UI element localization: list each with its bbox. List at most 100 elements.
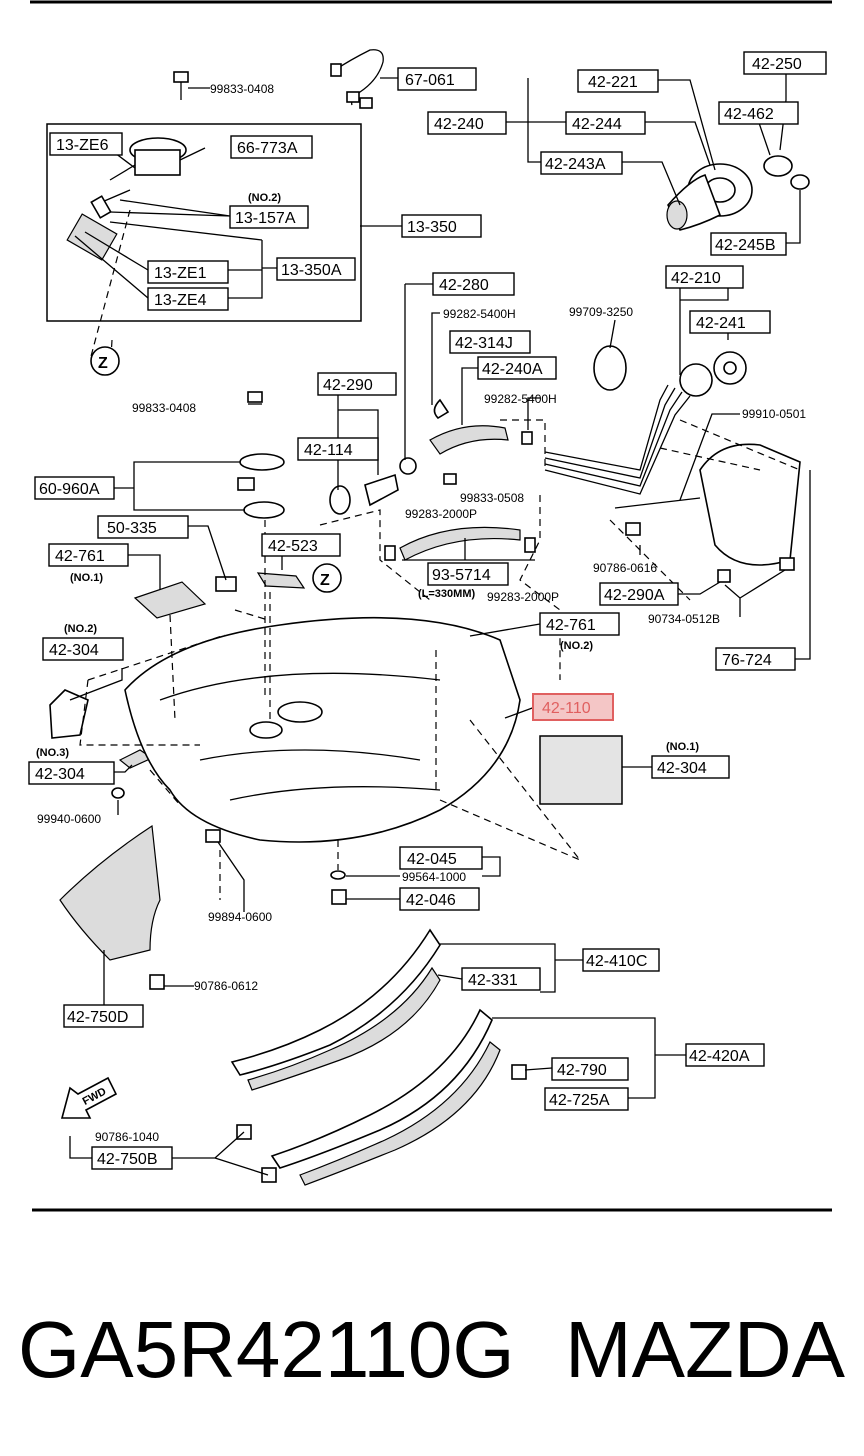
svg-text:(L=330MM): (L=330MM) xyxy=(418,588,475,600)
svg-text:42-046: 42-046 xyxy=(406,892,456,909)
label-42-761-no1[interactable]: 42-761 xyxy=(48,543,129,567)
z-callout-top: Z xyxy=(90,346,120,376)
part-labels: 67-061 42-221 42-250 42-240 42-244 42-46… xyxy=(28,51,827,1170)
label-42-243A[interactable]: 42-243A xyxy=(540,151,623,175)
svg-text:13-ZE6: 13-ZE6 xyxy=(56,137,109,154)
label-13-350A[interactable]: 13-350A xyxy=(276,257,356,281)
svg-text:42-114: 42-114 xyxy=(304,442,353,459)
svg-text:42-750D: 42-750D xyxy=(67,1009,128,1026)
svg-text:42-523: 42-523 xyxy=(268,538,318,555)
label-13-ZE1[interactable]: 13-ZE1 xyxy=(147,260,229,284)
svg-text:42-240: 42-240 xyxy=(434,116,484,133)
label-42-241[interactable]: 42-241 xyxy=(689,310,771,334)
svg-text:(NO.2): (NO.2) xyxy=(248,192,281,204)
parts-diagram: Z Z 67-061 42-221 42-250 42-240 42-244 4… xyxy=(28,0,832,1212)
label-93-5714[interactable]: 93-5714 xyxy=(427,562,509,586)
label-42-250[interactable]: 42-250 xyxy=(743,51,827,75)
svg-text:42-750B: 42-750B xyxy=(97,1151,158,1168)
label-42-750B[interactable]: 42-750B xyxy=(91,1146,173,1170)
label-42-290[interactable]: 42-290 xyxy=(317,372,397,396)
label-13-350[interactable]: 13-350 xyxy=(401,214,482,238)
label-42-314J[interactable]: 42-314J xyxy=(449,330,531,354)
svg-text:99833-0408: 99833-0408 xyxy=(210,82,274,96)
svg-text:42-304: 42-304 xyxy=(35,766,85,783)
label-42-240A[interactable]: 42-240A xyxy=(477,356,557,380)
svg-text:67-061: 67-061 xyxy=(405,72,455,89)
small-labels: 99833-0408 (NO.2) 99282-5400H 99709-3250… xyxy=(36,82,806,1144)
label-42-210[interactable]: 42-210 xyxy=(665,265,744,289)
label-42-245B[interactable]: 42-245B xyxy=(710,232,787,256)
svg-text:42-245B: 42-245B xyxy=(715,237,776,254)
svg-text:42-250: 42-250 xyxy=(752,56,802,73)
svg-text:42-290A: 42-290A xyxy=(604,587,665,604)
z-callout-mid-text: Z xyxy=(320,572,330,589)
label-42-110-highlighted[interactable]: 42-110 xyxy=(532,693,614,721)
label-42-761-no2[interactable]: 42-761 xyxy=(539,612,620,636)
svg-text:42-304: 42-304 xyxy=(49,642,99,659)
label-42-331[interactable]: 42-331 xyxy=(461,967,541,991)
part-number-caption: GA5R42110G xyxy=(18,1305,515,1394)
svg-text:42-304: 42-304 xyxy=(657,760,707,777)
label-42-244[interactable]: 42-244 xyxy=(565,111,646,135)
label-13-157A[interactable]: 13-157A xyxy=(229,205,309,229)
label-42-462[interactable]: 42-462 xyxy=(718,101,799,125)
label-42-410C[interactable]: 42-410C xyxy=(582,948,660,972)
svg-text:99910-0501: 99910-0501 xyxy=(742,407,806,421)
label-50-335[interactable]: 50-335 xyxy=(97,515,189,539)
label-42-240[interactable]: 42-240 xyxy=(427,111,507,135)
label-42-750D[interactable]: 42-750D xyxy=(63,1004,144,1028)
highlighted-part-text: 42-110 xyxy=(542,700,591,717)
label-42-221[interactable]: 42-221 xyxy=(577,69,659,93)
leader-lines xyxy=(69,72,811,1176)
svg-text:99709-3250: 99709-3250 xyxy=(569,305,633,319)
svg-text:(NO.2): (NO.2) xyxy=(560,640,593,652)
svg-text:99564-1000: 99564-1000 xyxy=(402,870,466,884)
label-42-304-no1[interactable]: 42-304 xyxy=(651,755,730,779)
svg-text:13-157A: 13-157A xyxy=(235,210,296,227)
svg-text:50-335: 50-335 xyxy=(107,520,157,537)
svg-text:(NO.2): (NO.2) xyxy=(64,623,97,635)
label-42-046[interactable]: 42-046 xyxy=(399,887,480,911)
label-60-960A[interactable]: 60-960A xyxy=(34,476,115,500)
svg-text:99282-5400H: 99282-5400H xyxy=(443,307,516,321)
svg-text:42-221: 42-221 xyxy=(588,74,638,91)
svg-text:90786-1040: 90786-1040 xyxy=(95,1130,159,1144)
svg-text:(NO.1): (NO.1) xyxy=(666,741,699,753)
svg-text:42-210: 42-210 xyxy=(671,270,721,287)
svg-text:42-290: 42-290 xyxy=(323,377,373,394)
svg-text:90786-0612: 90786-0612 xyxy=(194,979,258,993)
label-42-523[interactable]: 42-523 xyxy=(261,533,341,557)
svg-text:99833-0408: 99833-0408 xyxy=(132,401,196,415)
label-13-ZE6[interactable]: 13-ZE6 xyxy=(49,132,123,156)
svg-text:90734-0512B: 90734-0512B xyxy=(648,612,720,626)
svg-text:99283-2000P: 99283-2000P xyxy=(487,590,559,604)
label-42-290A[interactable]: 42-290A xyxy=(599,582,679,606)
footer: GA5R42110G MAZDA xyxy=(0,1300,864,1400)
svg-text:13-350A: 13-350A xyxy=(281,262,342,279)
svg-text:(NO.1): (NO.1) xyxy=(70,572,103,584)
svg-text:76-724: 76-724 xyxy=(722,652,772,669)
svg-text:13-ZE4: 13-ZE4 xyxy=(154,292,207,309)
label-13-ZE4[interactable]: 13-ZE4 xyxy=(147,287,229,311)
label-76-724[interactable]: 76-724 xyxy=(715,647,796,671)
svg-text:42-725A: 42-725A xyxy=(549,1092,610,1109)
svg-text:99894-0600: 99894-0600 xyxy=(208,910,272,924)
label-42-790[interactable]: 42-790 xyxy=(551,1057,629,1081)
label-42-280[interactable]: 42-280 xyxy=(432,272,515,296)
label-42-045[interactable]: 42-045 xyxy=(399,846,483,870)
svg-text:99283-2000P: 99283-2000P xyxy=(405,507,477,521)
svg-text:99282-5400H: 99282-5400H xyxy=(484,392,557,406)
part-drawings xyxy=(49,49,810,1186)
label-42-114[interactable]: 42-114 xyxy=(297,437,379,461)
label-42-420A[interactable]: 42-420A xyxy=(685,1043,765,1067)
svg-text:13-350: 13-350 xyxy=(407,219,457,236)
svg-text:42-462: 42-462 xyxy=(724,106,774,123)
label-67-061[interactable]: 67-061 xyxy=(397,67,477,91)
svg-text:42-331: 42-331 xyxy=(468,972,518,989)
label-42-304-no3[interactable]: 42-304 xyxy=(28,761,115,785)
svg-text:42-410C: 42-410C xyxy=(586,953,647,970)
svg-text:99833-0508: 99833-0508 xyxy=(460,491,524,505)
label-42-304-no2[interactable]: 42-304 xyxy=(42,637,124,661)
label-66-773A[interactable]: 66-773A xyxy=(230,135,313,159)
label-42-725A[interactable]: 42-725A xyxy=(544,1087,629,1111)
